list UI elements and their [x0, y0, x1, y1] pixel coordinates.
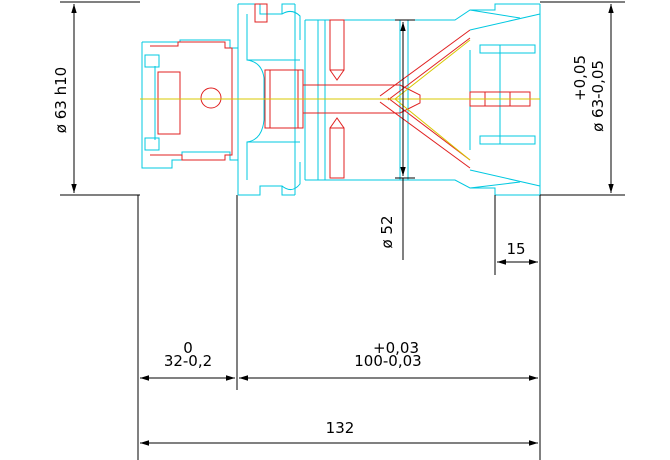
dim-left-diameter: ø 63 h10	[52, 67, 70, 133]
dim-flange-length-tol: 0	[183, 339, 193, 357]
dim-total-length: 132	[326, 419, 355, 437]
dim-body-length-tol: +0,03	[373, 339, 419, 357]
center-line	[140, 39, 540, 161]
dim-flange-length: 32-0,2	[164, 352, 212, 370]
dim-body-length: 100-0,03	[354, 352, 421, 370]
dim-bore-diameter: ø 52	[378, 215, 396, 248]
dim-end-length: 15	[506, 240, 525, 258]
dim-right-diameter-tol: +0,05	[571, 55, 589, 101]
dim-right-diameter: ø 63-0,05	[589, 60, 607, 132]
dimension-lines	[60, 1, 625, 460]
